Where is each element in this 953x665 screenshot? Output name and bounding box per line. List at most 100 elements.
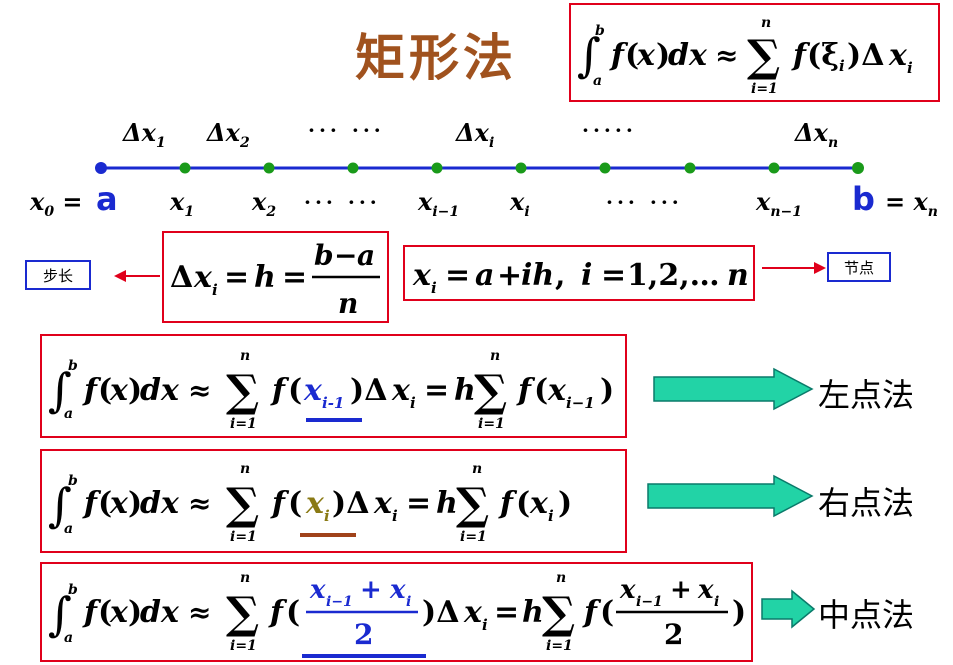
svg-text:a: a [475,258,494,293]
node-dot [179,162,191,174]
arrow-right-icon [647,474,814,518]
svg-text:x: x [619,575,636,605]
svg-text:(: ( [600,595,614,630]
svg-text:(: ( [98,486,112,521]
svg-text:=: = [406,486,431,521]
svg-text:∑: ∑ [747,31,780,82]
arrow-left-icon [114,270,160,282]
svg-text:)Δ: )Δ [350,373,387,408]
svg-text:∫: ∫ [48,587,72,641]
right-point-method-label: 右点法 [818,484,915,522]
svg-text:+: + [670,575,692,605]
svg-text:i−1: i−1 [326,594,353,610]
svg-text:∑: ∑ [226,366,259,417]
endpoint-b-dot [852,162,864,174]
svg-text:=: = [445,258,470,293]
svg-text:i: i [406,594,411,610]
svg-text:f: f [270,486,290,521]
svg-text:i=1: i=1 [460,529,487,545]
svg-text:x: x [697,575,714,605]
svg-text:b: b [68,473,78,489]
svg-text:n: n [472,461,482,477]
svg-text:x: x [636,38,656,73]
svg-text:n: n [240,461,250,477]
svg-text:(ξ: (ξ [807,38,839,73]
svg-text:h: h [254,260,276,295]
svg-text:(: ( [288,486,302,521]
svg-text:i−1: i−1 [566,394,595,412]
svg-text:n: n [761,15,771,31]
node-formula: x i = a + ih , i = 1,2,… n [412,258,749,297]
left-point-formula-box: ∫ b a f ( x ) dx ≈ n ∑ i=1 f ( x i-1 )Δ … [40,334,627,438]
bottom-dots-1: ··· ··· [304,190,381,214]
delta-x1-label: Δx1 [123,118,166,151]
rectangle-rule-formula: ∫ b a f ( x ) dx ≈ n ∑ i=1 f (ξ i )Δ x i [577,15,913,97]
svg-text:f: f [268,595,288,630]
svg-text:f: f [498,486,518,521]
svg-text:=: = [424,373,449,408]
svg-text:i: i [324,507,330,525]
svg-text:): ) [128,486,142,521]
svg-text:x: x [463,595,483,630]
svg-text:): ) [732,595,746,630]
step-length-label: 步长 [25,260,91,290]
step-formula-box: Δ x i = h = b − a n [162,231,389,323]
svg-text:dx: dx [140,486,180,521]
svg-text:): ) [600,373,614,408]
svg-text:)Δ: )Δ [847,38,884,73]
node-dot [263,162,275,174]
partition-number-line [95,162,864,174]
svg-text:x: x [412,258,432,293]
svg-text:ih: ih [521,258,554,293]
svg-text:x: x [888,38,908,73]
node-formula-box: x i = a + ih , i = 1,2,… n [403,245,755,301]
page-title: 矩形法 [355,29,517,87]
svg-text:x: x [109,595,129,630]
svg-text:∑: ∑ [226,588,259,639]
step-formula: Δ x i = h = b − a n [170,239,380,320]
midpoint-formula-box: ∫ b a f ( x ) dx ≈ n ∑ i=1 f ( x i−1 + x… [40,562,753,662]
svg-text:i=1: i=1 [230,416,257,432]
svg-text:i: i [392,507,398,525]
right-point-formula: ∫ b a f ( x ) dx ≈ n ∑ i=1 f ( x i )Δ x … [48,461,572,545]
svg-text:)Δ: )Δ [422,595,459,630]
svg-text:∫: ∫ [48,363,72,417]
svg-text:n: n [338,287,358,320]
x2-label: x2 [252,187,277,220]
svg-text:i=1: i=1 [478,416,505,432]
svg-text:x: x [373,486,393,521]
svg-text:f: f [270,373,290,408]
svg-text:n: n [727,258,749,293]
svg-text:−: − [334,239,357,272]
right-point-formula-box: ∫ b a f ( x ) dx ≈ n ∑ i=1 f ( x i )Δ x … [40,449,627,553]
node-dot [599,162,611,174]
svg-text:): ) [128,373,142,408]
svg-text:≈: ≈ [188,596,211,629]
svg-text:i: i [581,258,592,293]
arrow-right-icon [653,367,814,411]
svg-text:∑: ∑ [226,479,259,530]
rectangle-rule-formula-box: ∫ b a f ( x ) dx ≈ n ∑ i=1 f (ξ i )Δ x i [569,3,940,102]
svg-text:∑: ∑ [542,588,575,639]
svg-text:x: x [391,373,411,408]
svg-text:n: n [490,348,500,364]
svg-text:2: 2 [664,618,683,651]
svg-text:(: ( [288,373,302,408]
svg-text:i: i [482,616,488,634]
svg-text:(: ( [625,38,639,73]
svg-text:i: i [839,57,845,75]
svg-text:∑: ∑ [474,366,507,417]
svg-text:∫: ∫ [577,28,601,82]
svg-text:dx: dx [140,595,180,630]
svg-text:i−1: i−1 [636,594,663,610]
svg-text:≈: ≈ [188,374,211,407]
node-label: 节点 [827,252,891,282]
delta-xn-label: Δxn [795,118,839,151]
svg-text:x: x [309,575,326,605]
x1-label: x1 [170,187,195,220]
svg-text:h: h [436,486,458,521]
node-dot [347,162,359,174]
svg-text:=: = [282,260,307,295]
svg-text:dx: dx [668,38,708,73]
svg-text:i: i [410,394,416,412]
